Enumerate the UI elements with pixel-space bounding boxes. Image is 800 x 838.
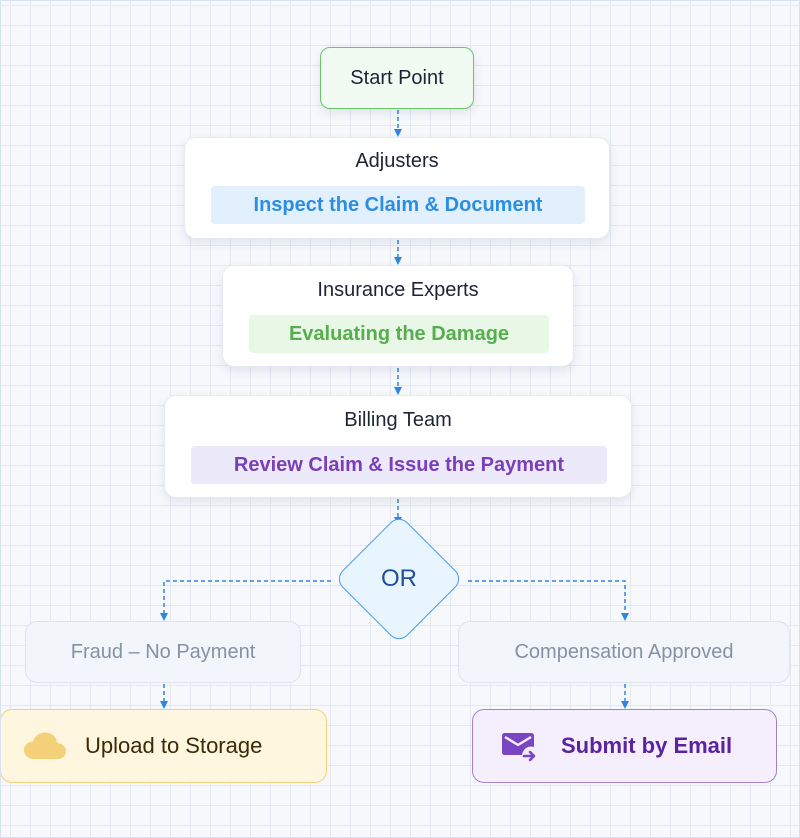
fraud-outcome-label: Fraud – No Payment <box>70 640 256 663</box>
adjusters-role-label: Adjusters <box>355 150 439 172</box>
adjusters-node[interactable]: Adjusters Inspect the Claim & Document <box>184 137 610 239</box>
adjusters-task-label: Inspect the Claim & Document <box>211 186 585 224</box>
insurance-experts-node[interactable]: Insurance Experts Evaluating the Damage <box>222 265 574 367</box>
upload-to-storage-node[interactable]: Upload to Storage <box>0 709 327 783</box>
start-point-label: Start Point <box>350 66 444 89</box>
insurance-experts-role-label: Insurance Experts <box>317 279 479 301</box>
upload-to-storage-label: Upload to Storage <box>85 733 263 758</box>
insurance-experts-task-label: Evaluating the Damage <box>249 315 549 353</box>
submit-by-email-label: Submit by Email <box>561 733 733 758</box>
connector-decision-to-compensation <box>468 580 629 621</box>
billing-team-node[interactable]: Billing Team Review Claim & Issue the Pa… <box>164 395 632 498</box>
fraud-outcome-node[interactable]: Fraud – No Payment <box>25 621 301 683</box>
email-forward-icon <box>502 733 536 762</box>
submit-by-email-node[interactable]: Submit by Email <box>472 709 777 783</box>
billing-team-role-label: Billing Team <box>344 409 452 431</box>
compensation-outcome-node[interactable]: Compensation Approved <box>458 621 790 683</box>
connector-decision-to-fraud <box>160 580 331 621</box>
decision-label: OR <box>381 565 417 592</box>
cloud-icon <box>24 732 66 759</box>
start-point-node[interactable]: Start Point <box>320 47 474 109</box>
billing-team-task-label: Review Claim & Issue the Payment <box>191 446 607 484</box>
compensation-outcome-label: Compensation Approved <box>514 640 734 663</box>
